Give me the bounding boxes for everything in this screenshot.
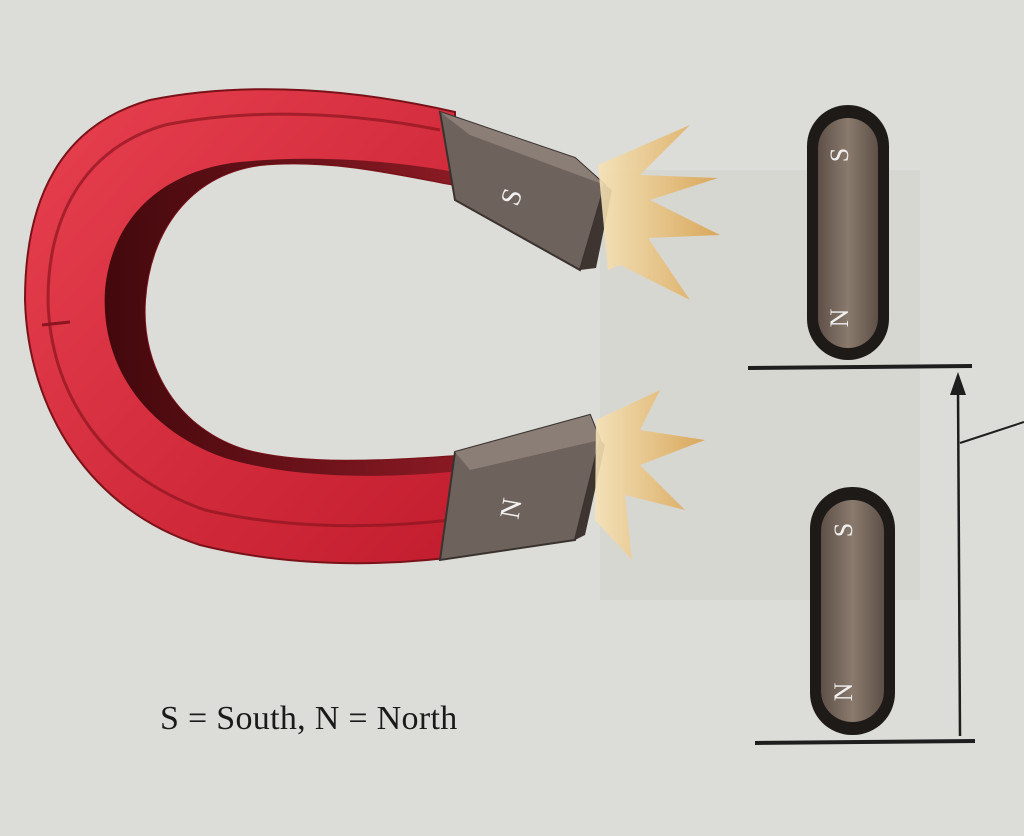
distance-arrow-shaft — [956, 387, 962, 737]
bar-magnet-top: S N — [807, 105, 889, 360]
horseshoe-notch — [41, 320, 71, 327]
bar-bottom-north-label: N — [829, 682, 858, 701]
horseshoe-south-pole: S — [438, 110, 612, 272]
bar-bottom-south-label: S — [829, 523, 858, 537]
lower-baseline — [754, 739, 976, 745]
leader-line — [959, 421, 1024, 444]
distance-arrow-head — [950, 372, 966, 395]
bar-top-north-label: N — [825, 308, 854, 327]
horseshoe-magnet: S N — [23, 88, 612, 565]
horseshoe-highlight-line — [46, 112, 451, 528]
figure-caption: S = South, N = North — [160, 700, 458, 737]
horseshoe-north-pole: N — [438, 413, 605, 562]
horseshoe-body — [23, 88, 471, 565]
upper-baseline — [747, 364, 973, 370]
upper-spark — [598, 125, 720, 300]
bar-top-south-label: S — [825, 148, 854, 162]
lower-spark — [595, 390, 705, 560]
bar-magnet-bottom: S N — [810, 487, 895, 735]
